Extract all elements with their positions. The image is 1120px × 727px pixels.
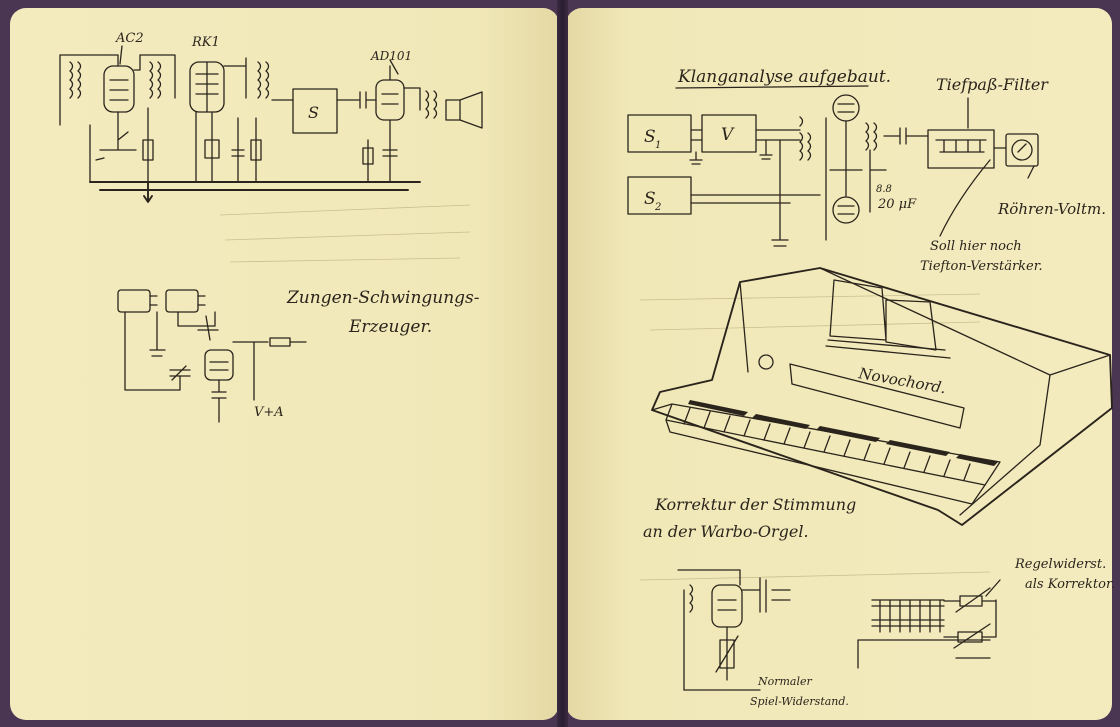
control-knob	[758, 354, 774, 370]
note-pointer	[939, 159, 991, 237]
resistor-note-line2: Spiel-Widerstand.	[750, 695, 849, 708]
tuning-schematic	[677, 569, 791, 691]
left-page	[10, 8, 559, 720]
lowpass-filter	[927, 129, 995, 169]
note-line1: Soll hier noch	[930, 239, 1022, 254]
lowpass-label: Tiefpaß-Filter	[936, 75, 1049, 94]
faint-show-through	[219, 204, 991, 581]
resistor-note-line1: Normaler	[757, 675, 813, 688]
regulator-note-line1: Regelwiderst.	[1014, 557, 1106, 572]
block-s1-subscript: 1	[655, 140, 661, 151]
speaker	[445, 99, 461, 121]
block-s-label: S	[308, 103, 319, 122]
voltmeter-label: Röhren-Voltm.	[997, 200, 1106, 218]
notebook-gutter	[557, 0, 568, 727]
novochord-drawing	[651, 267, 1113, 526]
supply-label: V+A	[254, 405, 284, 420]
receiver-schematic: AC2 RK1 S AD101	[59, 31, 483, 203]
sound-analysis-schematic: S 1 V S 2 8.8 20 μF	[627, 94, 1039, 247]
analysis-title: Klanganalyse aufgebaut.	[677, 67, 891, 87]
block-s2-subscript: 2	[654, 202, 661, 213]
tube-voltmeter	[1005, 133, 1039, 167]
block-s1	[627, 114, 692, 153]
tuning-title-line1: Korrektur der Stimmung	[654, 495, 856, 514]
regulator-note-line2: als Korrektor.	[1025, 577, 1115, 592]
block-s	[292, 88, 338, 134]
block-s1-label: S	[644, 127, 656, 147]
capacitor-label-2: 20 μF	[877, 197, 917, 212]
tube-ac2-label: AC2	[115, 31, 144, 46]
tongue-oscillator-schematic: V+A	[117, 289, 307, 423]
capacitor-label-1: 8.8	[876, 184, 892, 195]
regulator-schematic	[857, 579, 1001, 669]
note-line2: Tiefton-Verstärker.	[920, 259, 1043, 274]
analysis-title-underline	[675, 85, 869, 89]
tube-ad101	[375, 79, 405, 121]
keyboard	[665, 400, 1001, 505]
oscillator-tube	[204, 349, 234, 381]
tongue-oscillator-title-line2: Erzeuger.	[348, 317, 432, 337]
block-v	[701, 114, 757, 153]
tube-rk1-label: RK1	[191, 35, 220, 50]
tube-upper	[832, 94, 860, 122]
tube-lower	[832, 196, 860, 224]
tongue-oscillator-title-line1: Zungen-Schwingungs-	[286, 288, 480, 308]
block-v-label: V	[721, 125, 735, 145]
right-page	[566, 8, 1112, 720]
tube-ac2	[103, 65, 135, 113]
tube-ad101-label: AD101	[370, 49, 412, 63]
block-s2-label: S	[644, 189, 656, 209]
tuning-tube	[711, 584, 743, 628]
tuning-title-line2: an der Warbo-Orgel.	[643, 522, 809, 541]
